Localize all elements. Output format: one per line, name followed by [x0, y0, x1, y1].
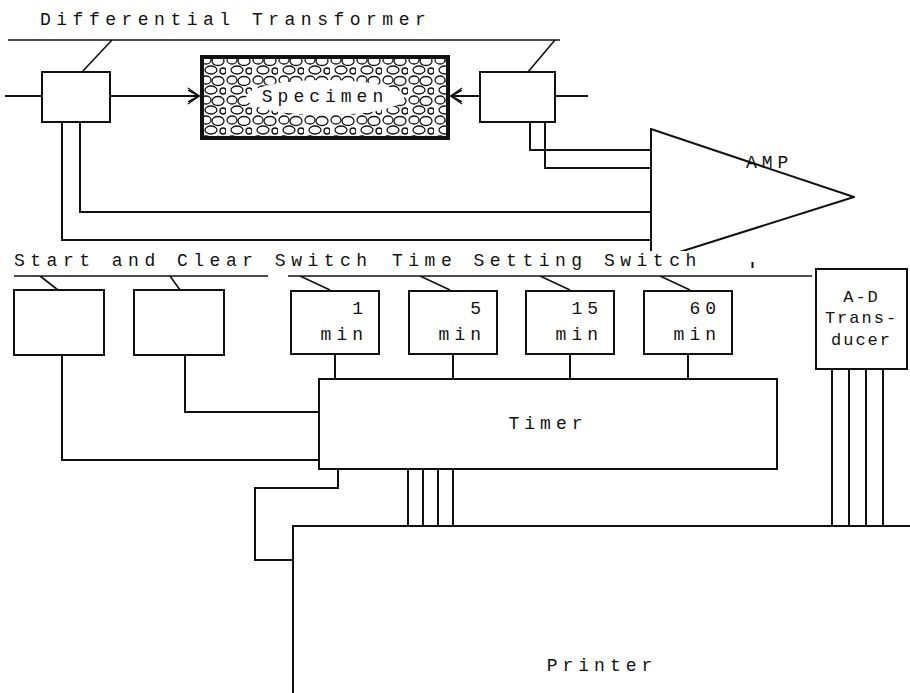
printer-box: Printer [292, 525, 910, 693]
node-text: 60 min [659, 292, 731, 348]
part-label: Differential Transformer [40, 10, 431, 30]
amplifier-outline [650, 128, 855, 262]
node-text: AMP [746, 152, 793, 175]
signal-wire [408, 470, 453, 525]
signal-wire [832, 370, 883, 525]
converter-box: A-D Trans- ducer [815, 268, 908, 370]
node-text: 5 min [424, 292, 496, 348]
node-text: A-D Trans- ducer [822, 287, 902, 351]
part-label: Start and Clear Switch [14, 251, 373, 271]
specimen-block: Specimen [200, 55, 450, 140]
time-switch: 5 min [408, 290, 498, 355]
signal-wire [452, 355, 454, 378]
amplifier-triangle: AMP [650, 128, 855, 262]
node-text: 15 min [541, 292, 613, 348]
time-switch: 60 min [643, 290, 733, 355]
node-text: Printer [294, 655, 910, 678]
node-text: 1 min [306, 292, 378, 348]
time-switch: 1 min [290, 290, 380, 355]
layout-lines [5, 40, 812, 560]
node-text: Timer [508, 413, 587, 436]
node-text: Specimen [246, 80, 404, 115]
part-label: Time Setting Switch [392, 251, 702, 271]
time-switch: 15 min [525, 290, 615, 355]
signal-wire [569, 355, 571, 378]
timer-box: Timer [318, 378, 778, 470]
signal-wire [334, 355, 336, 378]
signal-wire [752, 262, 754, 268]
signal-wire [687, 355, 689, 378]
